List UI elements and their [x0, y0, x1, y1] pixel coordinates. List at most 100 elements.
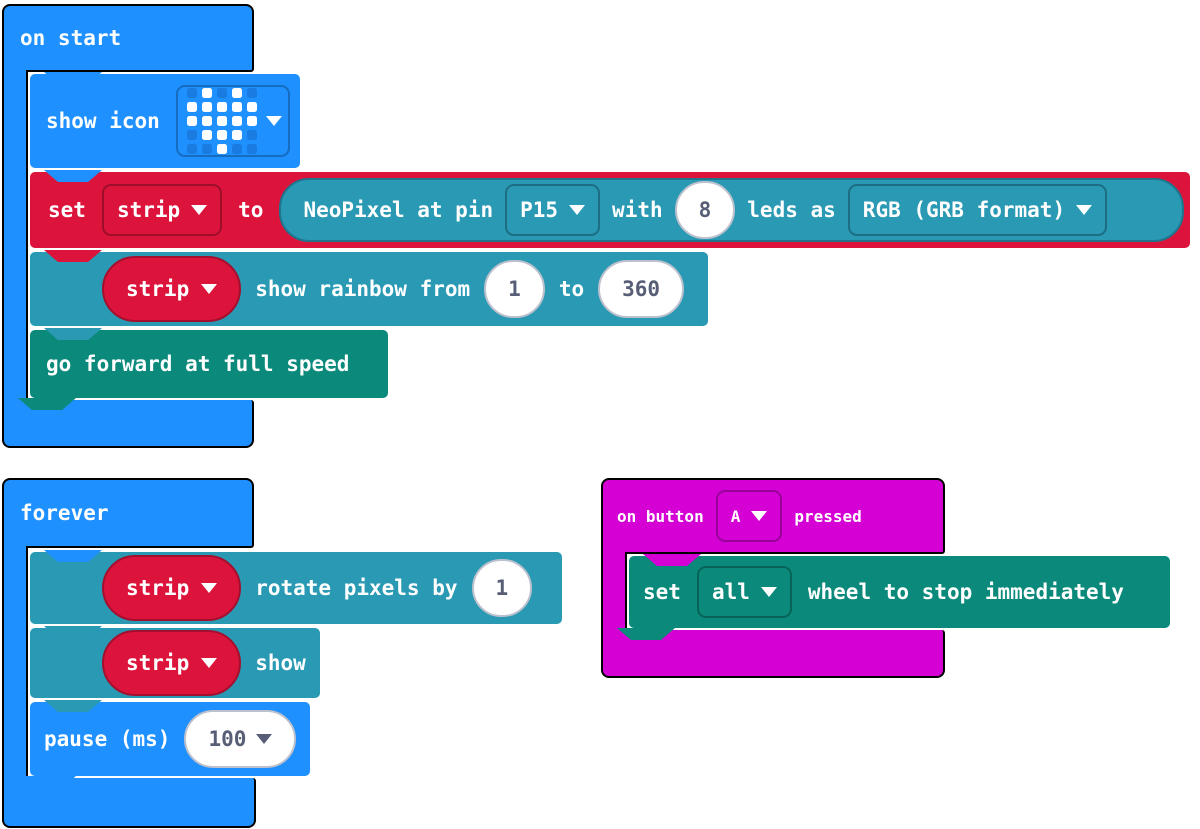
variable-name: strip [126, 651, 190, 675]
variable-name: strip [116, 198, 181, 222]
show-icon-block[interactable]: show icon [28, 72, 302, 170]
pause-block[interactable]: pause (ms) 100 [28, 700, 312, 778]
pressed-label: pressed [794, 506, 862, 526]
on-button-footer[interactable] [601, 628, 945, 678]
led-off-cell [231, 144, 242, 154]
led-on-cell [186, 102, 197, 112]
with-label: with [612, 198, 663, 222]
pause-value: 100 [208, 727, 247, 751]
led-on-cell [246, 102, 257, 112]
chevron-down-icon [760, 587, 777, 597]
strip-variable-dropdown[interactable]: strip [102, 630, 242, 696]
on-start-spine[interactable] [2, 70, 28, 402]
pause-duration-dropdown[interactable]: 100 [184, 710, 297, 768]
format-dropdown[interactable]: RGB (GRB format) [847, 184, 1108, 236]
chevron-down-icon [201, 583, 218, 593]
forever-spine[interactable] [2, 546, 28, 780]
neopixel-reporter-block[interactable]: NeoPixel at pin P15 with 8 leds as RGB (… [279, 178, 1184, 242]
from-value: 1 [508, 277, 521, 301]
forever-hat[interactable]: forever [2, 478, 254, 548]
chevron-down-icon [191, 205, 208, 215]
set-variable-block[interactable]: set strip to NeoPixel at pin P15 with 8 … [28, 170, 1192, 250]
format-value: RGB (GRB format) [862, 198, 1066, 222]
chevron-down-icon [201, 658, 218, 668]
pin-dropdown[interactable]: P15 [505, 184, 601, 236]
on-start-hat[interactable]: on start [2, 4, 254, 72]
led-on-cell [231, 116, 242, 126]
button-value: A [730, 506, 741, 526]
on-start-footer[interactable] [2, 398, 254, 448]
rotate-pixels-block[interactable]: strip rotate pixels by 1 [28, 550, 564, 626]
notch [643, 554, 701, 566]
notch [18, 776, 76, 788]
rainbow-from-input[interactable]: 1 [484, 260, 545, 318]
chevron-down-icon [569, 205, 586, 215]
led-icon-dropdown[interactable] [175, 85, 290, 157]
forever-label: forever [20, 501, 109, 525]
notch [44, 250, 102, 262]
heart-icon [186, 88, 257, 154]
led-off-cell [246, 88, 257, 98]
led-on-cell [201, 102, 212, 112]
wheel-stop-label: wheel to stop immediately [807, 580, 1124, 604]
pin-value: P15 [520, 198, 559, 222]
led-on-cell [216, 144, 227, 154]
led-on-cell [231, 88, 242, 98]
to-label: to [558, 277, 585, 301]
chevron-down-icon [256, 734, 273, 744]
led-on-cell [231, 102, 242, 112]
led-off-cell [246, 144, 257, 154]
notch [44, 626, 102, 638]
set-keyword: set [643, 580, 681, 604]
wheel-selector-value: all [711, 580, 750, 604]
led-on-cell [246, 116, 257, 126]
variable-dropdown[interactable]: strip [101, 184, 223, 236]
show-rainbow-block[interactable]: strip show rainbow from 1 to 360 [28, 250, 710, 328]
neopixel-at-pin-label: NeoPixel at pin [303, 198, 494, 222]
set-keyword: set [48, 198, 86, 222]
led-off-cell [201, 144, 212, 154]
to-keyword: to [238, 198, 264, 222]
set-wheel-block[interactable]: set all wheel to stop immediately [627, 554, 1172, 630]
led-off-cell [216, 88, 227, 98]
led-count-input[interactable]: 8 [674, 181, 736, 239]
rotate-amount-input[interactable]: 1 [471, 559, 533, 617]
rotate-value: 1 [495, 576, 509, 600]
led-count-value: 8 [698, 198, 712, 222]
forever-footer[interactable] [2, 776, 256, 828]
show-label: show [255, 651, 306, 675]
wheel-selector-dropdown[interactable]: all [696, 566, 792, 618]
notch [44, 700, 102, 712]
to-value: 360 [622, 277, 661, 301]
led-off-cell [246, 130, 257, 140]
led-off-cell [186, 88, 197, 98]
pause-label: pause (ms) [44, 727, 171, 751]
strip-variable-dropdown[interactable]: strip [102, 256, 242, 322]
led-off-cell [186, 130, 197, 140]
notch [44, 550, 102, 562]
strip-show-block[interactable]: strip show [28, 626, 322, 700]
led-on-cell [216, 116, 227, 126]
notch [44, 72, 102, 84]
chevron-down-icon [201, 284, 218, 294]
notch [44, 328, 102, 340]
on-start-label: on start [20, 26, 122, 50]
led-on-cell [201, 130, 212, 140]
chevron-down-icon [751, 511, 768, 521]
rainbow-to-input[interactable]: 360 [598, 260, 685, 318]
strip-variable-dropdown[interactable]: strip [102, 555, 242, 621]
go-forward-label: go forward at full speed [46, 352, 350, 376]
button-dropdown[interactable]: A [715, 490, 783, 542]
on-button-spine[interactable] [601, 552, 627, 632]
variable-name: strip [126, 576, 190, 600]
chevron-down-icon [1076, 205, 1093, 215]
notch [44, 170, 102, 182]
go-forward-block[interactable]: go forward at full speed [28, 328, 390, 400]
rotate-pixels-label: rotate pixels by [255, 576, 458, 600]
chevron-down-icon [265, 116, 282, 126]
on-button-pressed-hat[interactable]: on button A pressed [601, 478, 945, 554]
led-on-cell [216, 130, 227, 140]
show-rainbow-label: show rainbow from [255, 277, 471, 301]
leds-as-label: leds as [747, 198, 836, 222]
